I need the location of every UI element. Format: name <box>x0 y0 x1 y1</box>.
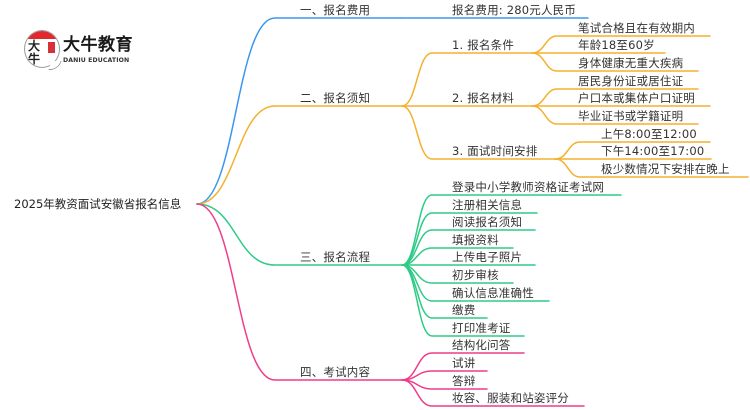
leaf-item: 下午14:00至17:00 <box>601 144 705 158</box>
connector-root-branch-notice <box>196 105 403 205</box>
connector-root-branch-fee <box>196 17 403 205</box>
leaf-item: 确认信息准确性 <box>452 286 534 300</box>
leaf-item: 注册相关信息 <box>452 198 523 212</box>
leaf-item: 阅读报名须知 <box>452 215 523 229</box>
brand-logo: 大牛 大牛教育 DANIU EDUCATION <box>22 28 152 73</box>
connector-leaf <box>531 105 699 125</box>
leaf-item: 妆容、服装和站姿评分 <box>452 391 569 405</box>
leaf-item: 户口本或集体户口证明 <box>578 91 695 105</box>
leaf-item: 缴费 <box>452 303 476 317</box>
connector-leaf <box>401 264 525 337</box>
leaf-item: 身体健康无重大疾病 <box>578 56 684 70</box>
leaf-item: 极少数情况下安排在晚上 <box>601 162 730 176</box>
notice-sub-conditions: 1. 报名条件 <box>452 38 515 52</box>
leaf-item: 上午8:00至12:00 <box>601 127 697 141</box>
connector-notice-sub-1 <box>401 52 533 107</box>
branch-notice: 二、报名须知 <box>300 91 371 105</box>
leaf-item: 初步审核 <box>452 268 499 282</box>
leaf-item: 填报资料 <box>452 233 499 247</box>
leaf-item: 试讲 <box>452 356 476 370</box>
leaf-item: 登录中小学教师资格证考试网 <box>452 180 605 194</box>
logo-seal-icon <box>48 42 55 53</box>
leaf-item: 居民身份证或居住证 <box>578 74 684 88</box>
connector-notice-sub-3 <box>401 105 556 160</box>
logo-mark-icon: 大牛 <box>24 30 60 68</box>
logo-cap <box>25 31 59 39</box>
connector-leaf <box>531 52 699 72</box>
connector-leaf <box>401 379 585 407</box>
logo-name: 大牛教育 <box>63 35 133 55</box>
connector-root-branch-content <box>196 203 403 381</box>
leaf-item: 答辩 <box>452 374 476 388</box>
leaf-item: 打印准考证 <box>452 321 511 335</box>
logo-mark-text: 大牛 <box>28 39 41 66</box>
branch-content: 四、考试内容 <box>300 365 371 379</box>
mindmap-root: 2025年教资面试安徽省报名信息 <box>14 197 182 211</box>
connector-root-branch-process <box>196 203 403 266</box>
leaf-item: 毕业证书或学籍证明 <box>578 109 684 123</box>
fee-leaf: 报名费用: 280元人民币 <box>452 3 577 17</box>
leaf-item: 结构化问答 <box>452 338 511 352</box>
branch-fee: 一、报名费用 <box>300 3 371 17</box>
branch-process: 三、报名流程 <box>300 250 371 264</box>
notice-sub-materials: 2. 报名材料 <box>452 91 515 105</box>
notice-sub-schedule: 3. 面试时间安排 <box>452 144 538 158</box>
logo-subtitle: DANIU EDUCATION <box>63 57 130 64</box>
leaf-item: 上传电子照片 <box>452 250 523 264</box>
leaf-item: 年龄18至60岁 <box>578 38 655 52</box>
connector-leaf <box>554 158 749 178</box>
leaf-item: 笔试合格且在有效期内 <box>578 21 695 35</box>
